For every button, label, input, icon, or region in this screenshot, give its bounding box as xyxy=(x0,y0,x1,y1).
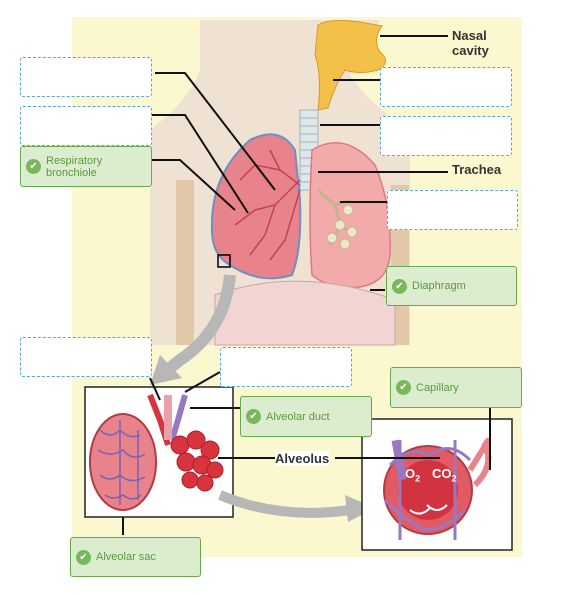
answer-label: Capillary xyxy=(416,381,459,394)
leader-resp-bronchiole xyxy=(152,159,236,211)
answer-diaphragm[interactable]: ✔ Diaphragm xyxy=(386,266,517,306)
dropzone-2[interactable] xyxy=(20,106,152,146)
trachea-rings xyxy=(300,117,318,183)
nasal-cavity-label: Nasal cavity xyxy=(452,28,489,58)
dropzone-5[interactable] xyxy=(387,190,518,230)
answer-label: Diaphragm xyxy=(412,280,466,292)
answer-label: Respiratory bronchiole xyxy=(46,154,103,179)
leader-vein xyxy=(184,371,221,393)
check-icon: ✔ xyxy=(76,549,91,565)
leader-left-lung xyxy=(155,72,276,191)
zoom-arrow-1 xyxy=(161,274,236,377)
dropzone-7[interactable] xyxy=(220,347,352,387)
leader-bronchiole xyxy=(152,114,249,214)
answer-alveolar-sac[interactable]: ✔ Alveolar sac xyxy=(70,537,201,577)
answer-capillary[interactable]: ✔ Capillary xyxy=(390,367,522,408)
answer-label: Alveolar sac xyxy=(96,551,156,563)
answer-alveolar-duct[interactable]: ✔ Alveolar duct xyxy=(240,396,372,437)
answer-respiratory-bronchiole[interactable]: ✔ Respiratory bronchiole xyxy=(20,146,152,187)
dropzone-4[interactable] xyxy=(380,116,512,156)
answer-label: Alveolar duct xyxy=(266,410,330,423)
alveoli-cluster xyxy=(170,430,224,492)
right-lung xyxy=(309,142,391,289)
leader-terminal xyxy=(149,377,161,401)
check-icon: ✔ xyxy=(246,409,261,424)
zoom-arrow-2 xyxy=(218,490,351,518)
alveolar-sac-shape xyxy=(89,413,157,511)
trachea-label: Trachea xyxy=(452,162,502,177)
check-icon: ✔ xyxy=(392,278,407,294)
magnify-marker xyxy=(217,254,231,268)
check-icon: ✔ xyxy=(26,159,41,174)
co2-label: CO2 xyxy=(432,466,457,484)
left-lung-branches xyxy=(234,149,301,261)
dropzone-6[interactable] xyxy=(20,337,152,377)
dropzone-1[interactable] xyxy=(20,57,152,97)
alveolus-label: Alveolus xyxy=(275,451,330,466)
o2-label: O2 xyxy=(405,466,421,484)
dropzone-3[interactable] xyxy=(380,67,512,107)
check-icon: ✔ xyxy=(396,380,411,395)
